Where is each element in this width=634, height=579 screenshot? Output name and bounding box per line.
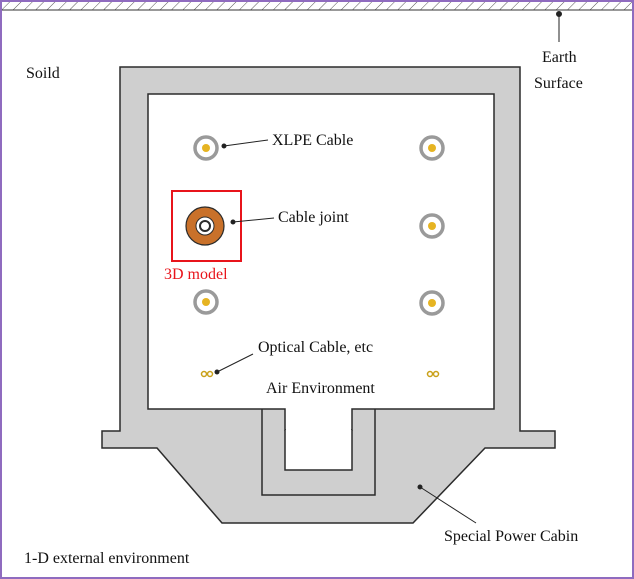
label-cable-joint: Cable joint xyxy=(278,209,349,226)
xlpe-cable-top-left xyxy=(193,135,219,161)
optical-cable-left xyxy=(200,370,214,378)
label-soil: Soild xyxy=(26,65,60,82)
leader-joint-dot xyxy=(230,219,236,225)
cable-joint-icon xyxy=(185,206,225,246)
label-optical-cable: Optical Cable, etc xyxy=(258,339,373,356)
label-earth-line2: Surface xyxy=(534,75,583,92)
leader-optical xyxy=(216,353,254,373)
xlpe-cable-top-right xyxy=(419,135,445,161)
leader-xlpe xyxy=(223,139,269,147)
drain-channel-inner xyxy=(284,430,353,471)
label-xlpe-cable: XLPE Cable xyxy=(272,132,353,149)
optical-cable-right xyxy=(426,370,440,378)
drain-channel-opening xyxy=(286,410,351,430)
leader-optical-dot xyxy=(214,369,220,375)
label-special-power-cabin: Special Power Cabin xyxy=(444,528,578,545)
drain-channel-outer xyxy=(261,409,376,496)
xlpe-cable-bottom-left xyxy=(193,289,219,315)
label-earth-line1: Earth xyxy=(542,49,577,66)
label-3d-model: 3D model xyxy=(164,266,228,283)
leader-cabin-dot xyxy=(417,484,423,490)
label-air-environment: Air Environment xyxy=(266,380,375,397)
leader-earth-dot xyxy=(556,11,562,17)
xlpe-cable-bottom-right xyxy=(419,290,445,316)
leader-joint xyxy=(232,217,275,223)
leader-xlpe-dot xyxy=(221,143,227,149)
leader-cabin xyxy=(419,486,477,524)
model-3d-box xyxy=(171,190,242,262)
xlpe-cable-mid-right xyxy=(419,213,445,239)
earth-surface-hatch xyxy=(2,2,632,10)
label-external-env: 1-D external environment xyxy=(24,550,190,567)
